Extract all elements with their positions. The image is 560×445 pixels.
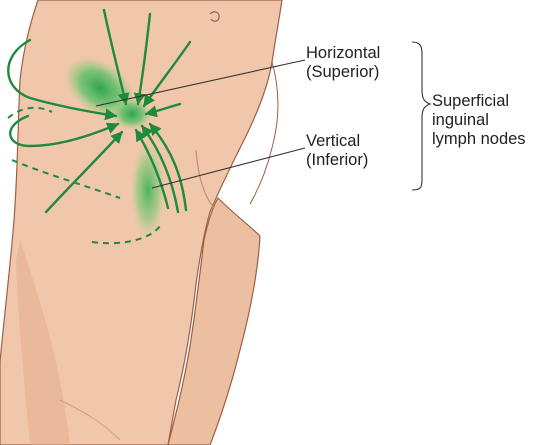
- label-horizontal-line2: (Superior): [306, 63, 380, 82]
- label-vertical-line1: Vertical: [306, 132, 368, 151]
- label-superficial-inguinal-lymph-nodes: Superficial inguinal lymph nodes: [432, 92, 526, 149]
- label-vertical-inferior: Vertical (Inferior): [306, 132, 368, 170]
- label-horizontal-line1: Horizontal: [306, 44, 380, 63]
- label-group-line2: inguinal: [432, 111, 526, 130]
- label-horizontal-superior: Horizontal (Superior): [306, 44, 380, 82]
- label-vertical-line2: (Inferior): [306, 151, 368, 170]
- label-group-line3: lymph nodes: [432, 130, 526, 149]
- group-bracket: [412, 42, 430, 190]
- label-group-line1: Superficial: [432, 92, 526, 111]
